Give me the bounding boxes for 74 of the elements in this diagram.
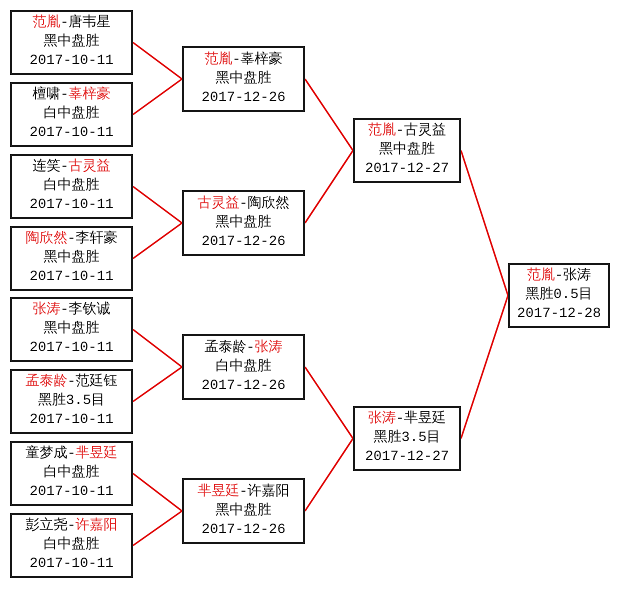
match-result: 黑胜0.5目 — [525, 286, 593, 305]
bracket-line — [460, 295, 509, 439]
match-box — [10, 513, 133, 578]
match-result: 白中盘胜 — [44, 177, 100, 196]
bracket-line — [460, 150, 509, 296]
match-players: 范胤-辜梓豪 — [204, 50, 283, 70]
match-players: 檀啸-辜梓豪 — [32, 86, 111, 105]
match-box — [508, 263, 610, 328]
bracket-line — [304, 150, 354, 224]
match-result: 黑胜3.5目 — [38, 392, 106, 411]
match-players: 张涛-芈昱廷 — [368, 410, 446, 429]
match-date: 2017-10-11 — [29, 52, 114, 71]
bracket-line — [132, 222, 182, 260]
match-date: 2017-10-11 — [29, 339, 114, 358]
match-players: 陶欣然-李轩豪 — [25, 230, 118, 249]
bracket-line — [132, 472, 182, 512]
match-players: 孟泰龄-范廷钰 — [25, 373, 118, 392]
bracket-line — [132, 78, 182, 116]
match-result: 白中盘胜 — [44, 536, 100, 555]
match-box — [182, 478, 305, 544]
match-date: 2017-12-26 — [201, 520, 286, 540]
match-result: 白中盘胜 — [216, 358, 272, 376]
match-players: 芈昱廷-许嘉阳 — [197, 482, 290, 502]
match-box — [10, 226, 133, 291]
match-result: 白中盘胜 — [44, 464, 100, 483]
match-date: 2017-12-26 — [201, 376, 286, 396]
bracket-line — [132, 186, 182, 224]
match-result: 黑胜3.5目 — [373, 429, 441, 448]
match-players: 童梦成-芈昱廷 — [25, 445, 118, 464]
match-box — [182, 334, 305, 400]
match-result: 白中盘胜 — [44, 105, 100, 124]
match-box — [353, 406, 461, 471]
match-players: 范胤-古灵益 — [368, 122, 446, 141]
match-players: 孟泰龄-张涛 — [204, 338, 283, 358]
match-date: 2017-12-27 — [364, 160, 449, 179]
match-players: 范胤-张涛 — [526, 267, 592, 286]
match-box — [10, 82, 133, 147]
bracket-line — [132, 328, 182, 368]
match-box — [10, 154, 133, 219]
match-date: 2017-10-11 — [29, 483, 114, 502]
match-result: 黑中盘胜 — [44, 33, 100, 52]
match-date: 2017-12-26 — [201, 232, 286, 252]
match-box — [10, 441, 133, 506]
bracket-line — [304, 78, 354, 151]
match-result: 黑中盘胜 — [44, 320, 100, 339]
match-box — [10, 10, 133, 75]
match-box — [182, 46, 305, 112]
match-date: 2017-10-11 — [29, 411, 114, 430]
match-date: 2017-12-28 — [516, 305, 601, 324]
match-players: 范胤-唐韦星 — [32, 14, 111, 33]
match-date: 2017-12-26 — [201, 88, 286, 108]
bracket-line — [132, 366, 182, 402]
match-box — [353, 118, 461, 183]
match-result: 黑中盘胜 — [216, 502, 272, 520]
match-result: 黑中盘胜 — [379, 141, 435, 160]
bracket-line — [304, 438, 354, 512]
match-box — [182, 190, 305, 256]
match-result: 黑中盘胜 — [216, 70, 272, 88]
bracket-line — [132, 42, 182, 80]
match-players: 古灵益-陶欣然 — [197, 194, 290, 214]
match-date: 2017-10-11 — [29, 196, 114, 215]
match-players: 彭立尧-许嘉阳 — [25, 517, 118, 536]
match-date: 2017-10-11 — [29, 555, 114, 574]
match-box — [10, 297, 133, 362]
bracket-line — [132, 510, 182, 546]
match-date: 2017-12-27 — [364, 448, 449, 467]
match-players: 张涛-李钦诚 — [32, 301, 111, 320]
match-date: 2017-10-11 — [29, 124, 114, 143]
match-players: 连笑-古灵益 — [32, 158, 111, 177]
match-result: 黑中盘胜 — [216, 214, 272, 232]
match-box — [10, 369, 133, 434]
bracket-line — [304, 366, 354, 439]
match-result: 黑中盘胜 — [44, 249, 100, 268]
match-date: 2017-10-11 — [29, 268, 114, 287]
